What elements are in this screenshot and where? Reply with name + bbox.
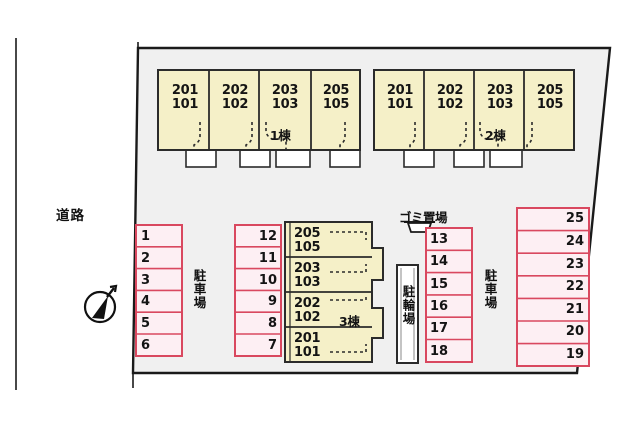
parking-stall-10: 10: [258, 273, 277, 288]
road-label: 道路: [56, 208, 85, 224]
parking-stall-13: 13: [430, 232, 449, 247]
building-1-unit-1-upper: 201: [171, 83, 199, 98]
building-3-unit-4-lower: 101: [294, 345, 321, 360]
building-1-entrance-b: [239, 149, 271, 168]
parking-stall-9: 9: [267, 294, 277, 309]
building-3-path-4: [330, 344, 367, 353]
building-2-path-1: [409, 122, 416, 150]
building-2-unit-4-upper: 205: [536, 83, 564, 98]
building-2-unit-1-upper: 201: [386, 83, 414, 98]
building-2-unit-3-lower: 103: [486, 97, 514, 112]
parking-stall-1: 1: [141, 229, 151, 244]
building-1-unit-2-lower: 102: [221, 97, 249, 112]
building-3-unit-3-upper: 202: [294, 296, 321, 311]
building-2-name: 2棟: [485, 128, 506, 143]
building-1-entrance-d: [329, 149, 361, 168]
parking-stall-4: 4: [141, 294, 151, 309]
building-2-unit-2-upper: 202: [436, 83, 464, 98]
parking-stall-25: 25: [565, 211, 584, 226]
bicycle-parking-shape: [396, 264, 419, 364]
building-3-path-3: [330, 296, 367, 301]
north-arrow-icon: [83, 284, 118, 324]
building-3-path-1: [330, 231, 367, 240]
building-1-unit-4-upper: 205: [322, 83, 350, 98]
building-1-unit-3-lower: 103: [271, 97, 299, 112]
building-3-unit-2-upper: 203: [294, 261, 321, 276]
building-3-unit-4-upper: 201: [294, 331, 321, 346]
parking-col-far-east-shape: [516, 207, 590, 367]
building-2-path-4: [526, 122, 533, 150]
building-2-path-2: [459, 122, 467, 150]
parking-stall-17: 17: [430, 321, 449, 336]
building-3-shape: [284, 221, 384, 363]
building-3-unit-2-lower: 103: [294, 275, 321, 290]
parking-stall-11: 11: [258, 251, 277, 266]
building-2-entrance-b: [453, 149, 485, 168]
building-2-entrance-a: [403, 149, 435, 168]
building-2-shape: [373, 69, 575, 168]
parking-stall-6: 6: [141, 338, 151, 353]
building-3-path-2: [330, 264, 367, 273]
parking-stall-8: 8: [267, 316, 277, 331]
parking-stall-3: 3: [141, 273, 151, 288]
building-1-unit-2-upper: 202: [221, 83, 249, 98]
building-1-shape: [157, 69, 361, 168]
building-3-unit-1-upper: 205: [294, 226, 321, 241]
parking-col-east-shape: [425, 227, 473, 363]
parking-stall-7: 7: [267, 338, 277, 353]
parking-stall-5: 5: [141, 316, 151, 331]
building-3-unit-3-lower: 102: [294, 310, 321, 325]
parking-stall-16: 16: [430, 299, 449, 314]
parking-stall-22: 22: [565, 279, 584, 294]
parking-col-west-shape: [135, 224, 183, 357]
bicycle-parking-label: 駐輪場: [400, 285, 416, 326]
building-1-path-2: [245, 122, 253, 150]
building-1-unit-1-lower: 101: [171, 97, 199, 112]
parking-stall-19: 19: [565, 347, 584, 362]
building-1-entrance-c: [275, 149, 311, 168]
building-1-path-4: [339, 122, 346, 150]
parking-stall-24: 24: [565, 234, 584, 249]
building-2-unit-1-lower: 101: [386, 97, 414, 112]
building-3-name: 3棟: [339, 314, 360, 329]
parking-stall-2: 2: [141, 251, 151, 266]
parking-col-mid-shape: [234, 224, 282, 357]
parking-stall-21: 21: [565, 302, 584, 317]
building-1-unit-3-upper: 203: [271, 83, 299, 98]
bicycle-parking-body: [396, 264, 419, 364]
parking-stall-14: 14: [430, 254, 449, 269]
building-1-entrance-a: [185, 149, 217, 168]
parking-label-east: 駐車場: [482, 269, 498, 310]
trash-area-label: ゴミ置場: [399, 210, 448, 225]
building-2-entrance-c: [489, 149, 523, 168]
building-1-name: 1棟: [270, 128, 291, 143]
parking-stall-18: 18: [430, 344, 449, 359]
building-3-unit-1-lower: 105: [294, 240, 321, 255]
parking-stall-15: 15: [430, 277, 449, 292]
parking-label-west: 駐車場: [191, 269, 207, 310]
building-1-path-3: [265, 122, 287, 150]
building-2-unit-4-lower: 105: [536, 97, 564, 112]
building-1-path-1: [193, 122, 201, 150]
building-2-unit-2-lower: 102: [436, 97, 464, 112]
building-1-unit-4-lower: 105: [322, 97, 350, 112]
building-2-path-3: [479, 122, 499, 150]
building-2-unit-3-upper: 203: [486, 83, 514, 98]
parking-stall-23: 23: [565, 257, 584, 272]
parking-stall-12: 12: [258, 229, 277, 244]
parking-stall-20: 20: [565, 324, 584, 339]
